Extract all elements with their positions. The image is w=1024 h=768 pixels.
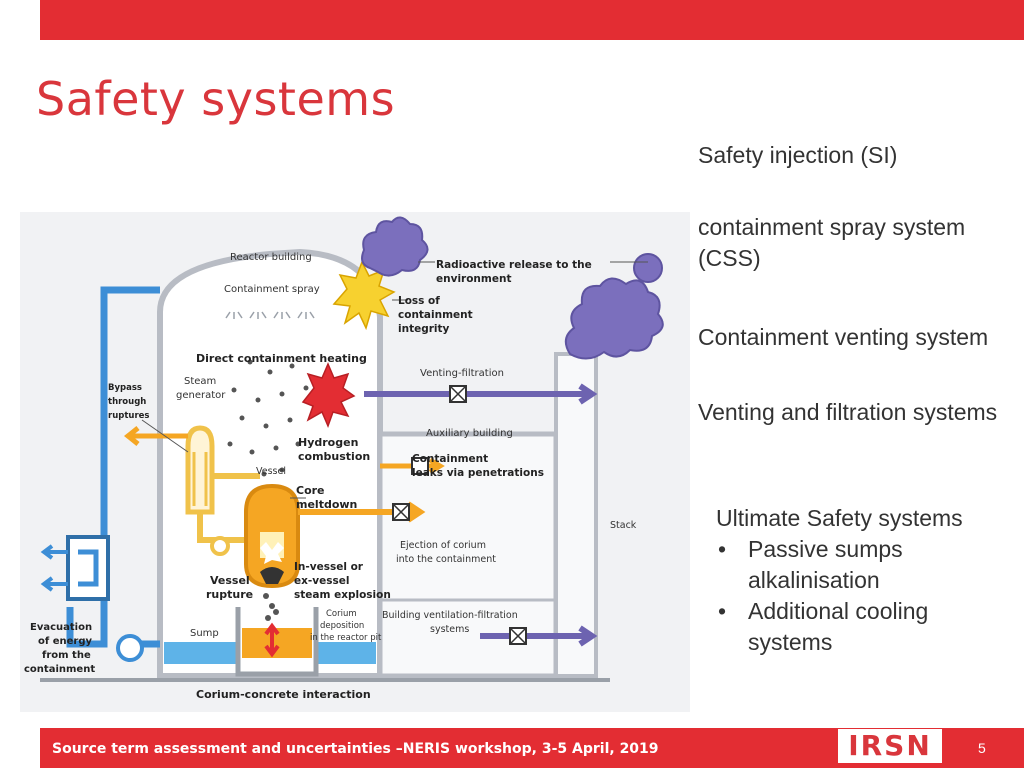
side-item-safety-injection: Safety injection (SI): [698, 142, 898, 168]
label-radioactive-release-1: Radioactive release to the: [436, 259, 592, 271]
label-corium-dep-1: Corium: [326, 609, 357, 619]
label-loss-2: containment: [398, 309, 473, 321]
label-vessel-rupture-2: rupture: [206, 588, 253, 601]
label-sump: Sump: [190, 628, 219, 639]
label-invessel-2: ex-vessel: [294, 575, 349, 587]
ultimate-safety-list: Passive sumps alkalinisation Additional …: [716, 534, 1006, 658]
label-bypass-3: ruptures: [108, 411, 149, 421]
steam-generator-icon: [185, 425, 215, 515]
cooling-pump-icon: [116, 634, 144, 662]
label-corium-concrete: Corium-concrete interaction: [196, 688, 371, 701]
venting-line-arrow: [364, 383, 598, 405]
ultimate-bullet-sumps: Passive sumps alkalinisation: [716, 534, 1006, 596]
footer-text: Source term assessment and uncertainties…: [52, 741, 659, 757]
reactor-accident-diagram: Reactor building Containment spray Radio…: [20, 212, 690, 712]
sump-water-right: [316, 642, 376, 664]
ultimate-safety-block: Ultimate Safety systems Passive sumps al…: [716, 503, 1006, 658]
evacuation-arrows: [40, 544, 68, 592]
label-invessel-1: In-vessel or: [294, 561, 364, 573]
label-direct-heating: Direct containment heating: [196, 352, 367, 365]
label-leaks-1: Containment: [412, 453, 488, 465]
spray-nozzles-icon: [225, 311, 315, 319]
corium-concrete-arrow: [264, 622, 280, 658]
label-core-1: Core: [296, 484, 325, 497]
label-building-vent-2: systems: [430, 624, 469, 635]
cooling-pipe-vertical: [100, 286, 160, 632]
leak-filter-cross-2: [392, 503, 410, 521]
label-hydrogen-2: combustion: [298, 450, 370, 463]
side-item-containment-venting: Containment venting system: [698, 324, 989, 350]
label-venting-filtration: Venting-filtration: [420, 368, 504, 379]
header-bar: [40, 0, 1024, 40]
penetration-filter-icon: [411, 457, 429, 475]
label-invessel-3: steam explosion: [294, 589, 391, 601]
release-cloud-left: [361, 216, 429, 277]
containment-rupture-icon: [332, 260, 396, 331]
label-leaks-2: leaks via penetrations: [412, 467, 544, 479]
vessel-breach-icon: [260, 567, 284, 584]
label-reactor-building: Reactor building: [230, 252, 312, 263]
label-evac-1: Evacuation: [30, 622, 92, 633]
label-bypass-1: Bypass: [108, 383, 142, 393]
stack-shape: [554, 352, 598, 678]
label-ejection-1: Ejection of corium: [400, 540, 486, 551]
cooling-pipe-to-hx: [66, 607, 108, 648]
building-vent-arrow: [480, 625, 598, 647]
heat-exchanger-coil: [78, 549, 99, 587]
label-loss-3: integrity: [398, 323, 450, 335]
label-corium-dep-3: in the reactor pit: [310, 633, 382, 643]
leader-lines: [141, 261, 648, 499]
label-building-vent-1: Building ventilation-filtration: [382, 610, 518, 621]
ultimate-bullet-cooling: Additional cooling systems: [716, 596, 1006, 658]
label-auxiliary-building: Auxiliary building: [426, 428, 513, 439]
label-vessel-rupture-1: Vessel: [210, 574, 250, 587]
primary-circuit-pipes: [197, 473, 260, 543]
label-radioactive-release-2: environment: [436, 273, 511, 285]
label-stack: Stack: [610, 520, 637, 531]
venting-filter-cross-2: [449, 385, 467, 403]
bypass-arrow: [123, 426, 188, 446]
label-loss-1: Loss of: [398, 295, 440, 307]
label-evac-4: containment: [24, 664, 95, 675]
penetration-leak-arrow: [380, 457, 445, 475]
label-steam-2: generator: [176, 390, 226, 401]
page-number: 5: [978, 740, 986, 756]
reactor-pit-shape: [235, 607, 319, 677]
label-hydrogen-1: Hydrogen: [298, 436, 358, 449]
steam-generator-tubes: [192, 452, 208, 506]
label-ejection-2: into the containment: [396, 554, 496, 565]
ultimate-safety-heading: Ultimate Safety systems: [716, 505, 963, 531]
release-cloud-puff: [633, 253, 663, 283]
debris-particles: [227, 359, 309, 621]
release-cloud-right: [564, 277, 664, 360]
label-evac-2: of energy: [38, 636, 92, 647]
sump-water-left: [164, 642, 238, 664]
label-corium-dep-2: deposition: [320, 621, 364, 631]
label-steam-1: Steam: [184, 376, 216, 387]
irsn-logo: IRSN: [838, 729, 942, 763]
side-item-containment-spray: containment spray system (CSS): [698, 214, 966, 271]
label-bypass-2: through: [108, 397, 146, 407]
primary-pump-icon: [210, 536, 230, 556]
label-vessel: Vessel: [256, 466, 286, 477]
steam-explosion-icon: [260, 542, 284, 564]
heat-exchanger-icon: [66, 535, 110, 601]
logo-lettering: IRSN: [848, 729, 932, 762]
label-core-2: meltdown: [296, 498, 357, 511]
slide-title: Safety systems: [36, 72, 396, 126]
label-evac-3: from the: [42, 650, 91, 661]
side-item-venting-filtration: Venting and filtration systems: [698, 399, 998, 425]
hydrogen-explosion-icon: [301, 362, 356, 429]
building-vent-filter-cross-2: [509, 627, 527, 645]
label-containment-spray: Containment spray: [224, 284, 320, 295]
